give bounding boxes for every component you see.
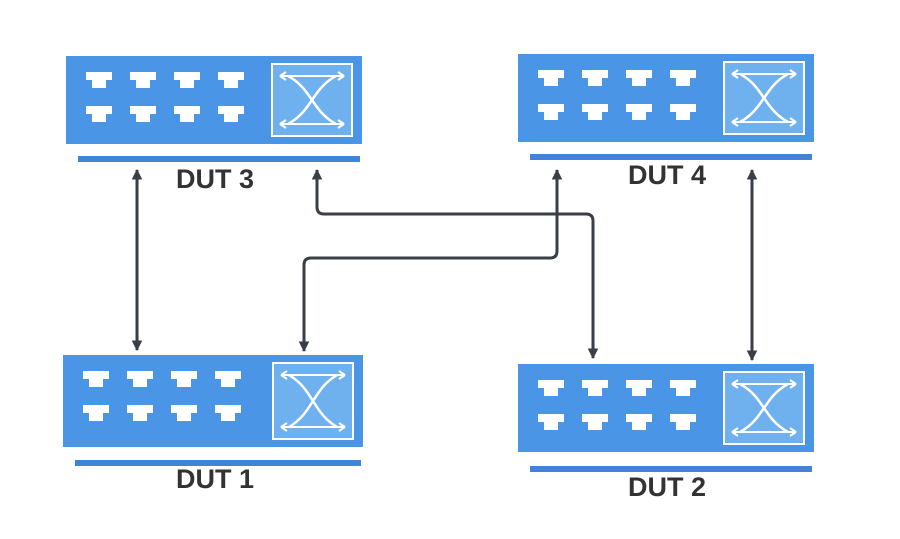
device-label: DUT 1 [176, 464, 254, 494]
device-label: DUT 2 [628, 472, 706, 502]
ethernet-port-icon [218, 106, 244, 122]
ethernet-port-icon [582, 70, 608, 86]
ethernet-port-icon [83, 405, 109, 421]
device-base-bar [530, 466, 812, 472]
link-dut3-dut2 [311, 168, 599, 360]
ethernet-port-icon [215, 371, 241, 387]
ethernet-port-icon [171, 405, 197, 421]
device-dut3: DUT 3 [66, 56, 362, 194]
ports-group [86, 72, 244, 122]
ethernet-port-icon [582, 104, 608, 120]
ethernet-port-icon [171, 371, 197, 387]
switch-crossover-icon [272, 362, 354, 440]
ethernet-port-icon [174, 106, 200, 122]
ethernet-port-icon [215, 405, 241, 421]
device-base-bar [75, 460, 361, 466]
ethernet-port-icon [582, 380, 608, 396]
switch-crossover-icon [723, 61, 805, 135]
ethernet-port-icon [670, 380, 696, 396]
device-label: DUT 3 [176, 164, 254, 194]
ethernet-port-icon [670, 104, 696, 120]
device-label: DUT 4 [628, 160, 706, 190]
device-dut2: DUT 2 [518, 364, 814, 502]
ethernet-port-icon [626, 414, 652, 430]
device-dut1: DUT 1 [63, 355, 363, 494]
ethernet-port-icon [626, 104, 652, 120]
ethernet-port-icon [83, 371, 109, 387]
links-layer [131, 168, 758, 362]
device-base-bar [530, 154, 812, 160]
ethernet-port-icon [538, 70, 564, 86]
ethernet-port-icon [86, 106, 112, 122]
ports-group [538, 380, 696, 430]
ethernet-port-icon [130, 106, 156, 122]
ports-group [83, 371, 241, 421]
ethernet-port-icon [670, 70, 696, 86]
switch-crossover-icon [723, 371, 805, 445]
link-dut4-dut1 [298, 168, 563, 353]
switch-crossover-icon [271, 63, 353, 137]
ethernet-port-icon [127, 371, 153, 387]
ethernet-port-icon [626, 70, 652, 86]
ports-group [538, 70, 696, 120]
ethernet-port-icon [218, 72, 244, 88]
ethernet-port-icon [86, 72, 112, 88]
ethernet-port-icon [626, 380, 652, 396]
ethernet-port-icon [538, 104, 564, 120]
ethernet-port-icon [174, 72, 200, 88]
devices-layer: DUT 3 DUT 4 DUT 1 DUT 2 [63, 54, 814, 502]
ethernet-port-icon [130, 72, 156, 88]
device-base-bar [78, 156, 360, 162]
ethernet-port-icon [538, 414, 564, 430]
ethernet-port-icon [582, 414, 608, 430]
ethernet-port-icon [538, 380, 564, 396]
ethernet-port-icon [670, 414, 696, 430]
ethernet-port-icon [127, 405, 153, 421]
device-dut4: DUT 4 [518, 54, 814, 190]
